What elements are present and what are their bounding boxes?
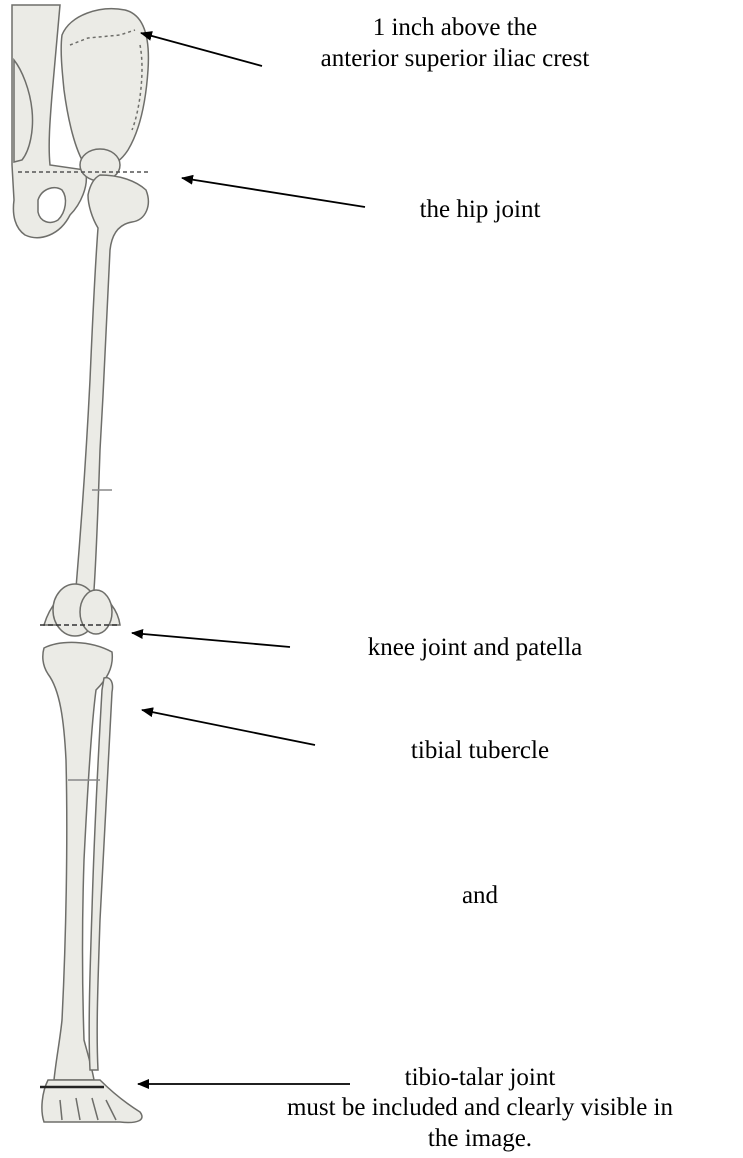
footer-note-line1: must be included and clearly visible in (225, 1092, 735, 1123)
pointer-arrows (132, 33, 365, 1084)
iliac-wing (61, 9, 148, 169)
iliac-crest-label-line2: anterior superior iliac crest (295, 43, 615, 74)
skeleton-illustration (12, 5, 148, 1123)
knee-joint-arrow (132, 633, 290, 647)
knee-joint-label: knee joint and patella (325, 632, 625, 663)
iliac-crest-arrow (141, 33, 262, 66)
obturator-foramen (38, 188, 65, 223)
hip-joint-arrow (182, 178, 365, 207)
femur (44, 175, 148, 625)
footer-note: must be included and clearly visible in … (225, 1092, 735, 1154)
iliac-crest-label-line1: 1 inch above the (295, 12, 615, 43)
iliac-crest-label: 1 inch above the anterior superior iliac… (295, 12, 615, 74)
femoral-condyle (80, 590, 112, 634)
tibial-tubercle-label: tibial tubercle (380, 735, 580, 766)
hip-joint-label: the hip joint (380, 194, 580, 225)
and-label: and (440, 880, 520, 911)
footer-note-line2: the image. (225, 1123, 735, 1154)
tibio-talar-label: tibio-talar joint (360, 1062, 600, 1093)
tibial-tubercle-arrow (142, 710, 315, 745)
fibula (89, 678, 112, 1070)
